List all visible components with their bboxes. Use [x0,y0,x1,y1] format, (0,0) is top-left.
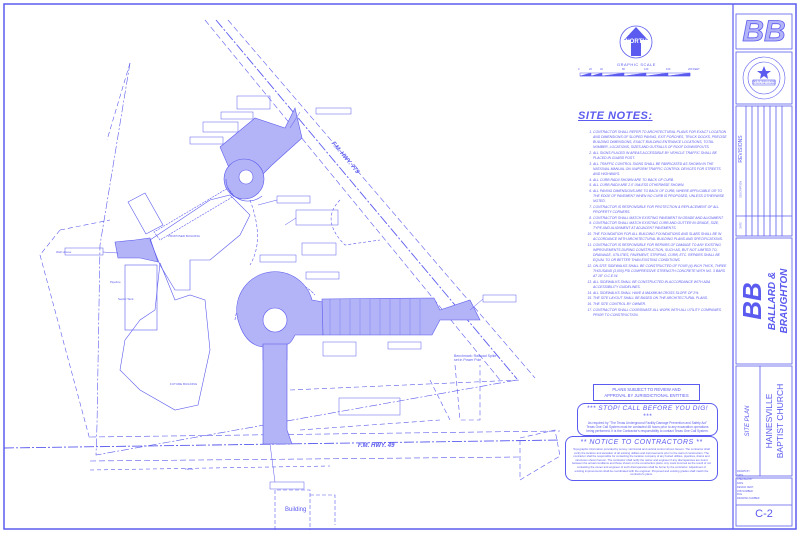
site-notes-title: SITE NOTES: [578,110,653,122]
graphic-scale-bar [579,72,691,77]
pipeline-label: Pipeline [110,280,121,284]
west-boundary [39,62,131,441]
graphic-scale-label: GRAPHIC SCALE [617,62,656,67]
proposed-building-label: PROPOSED BUILDING [168,234,201,238]
future-building-outline [119,262,211,411]
firm-logo-top: BB [742,15,786,49]
benchmark-label: Benchmark: Railroad Spike set in Power P… [454,354,497,362]
septic-area [124,264,158,331]
sheet-title: SITE PLAN [745,405,751,437]
parking-stripes [329,299,421,335]
sheet-number: C-2 [755,508,773,520]
existing-building-label: Building [285,507,307,513]
site-notes-list: CONTRACTOR SHALL REFER TO ARCHITECTURAL … [583,130,728,318]
east-parking [321,297,481,336]
property-line [95,62,518,456]
revision-description-header: DESCRIPTION [739,180,743,199]
walkway [153,187,235,241]
call-before-you-dig-notice: *** STOP! CALL BEFORE YOU DIG! *** As re… [577,403,718,436]
north-label: NORTH [625,39,647,45]
hwy-49-label: F.M. HWY. 49 [358,443,395,449]
revision-date-header: DATE [739,222,743,229]
septic-tank-label: Septic Tank [118,297,134,301]
callout-boxes [64,95,517,490]
sheet-border [3,3,797,530]
leader-lines [102,111,484,483]
well-house-label: Well House [56,250,72,254]
engineer-seal [742,56,786,100]
firm-logo-main: BB BALLARD &BRAUGHTON [737,240,791,362]
firm-logo-bb: BB [737,282,767,320]
title-block-frames [735,13,793,527]
future-building-label: FUTURE BUILDING [170,382,198,386]
seal-text: STATE OF TEXAS LICENSED PROFESSIONAL ENG… [751,81,777,85]
notice-to-contractors: ** NOTICE TO CONTRACTORS ** Topographic … [565,436,718,481]
proposed-building-outline [149,194,251,291]
north-arrow-icon [619,25,653,59]
south-driveway [262,343,293,445]
existing-building-outline [274,489,336,530]
firm-name: BALLARD &BRAUGHTON [767,268,790,334]
west-paving [114,237,159,263]
fence-label: Fence [185,467,194,471]
